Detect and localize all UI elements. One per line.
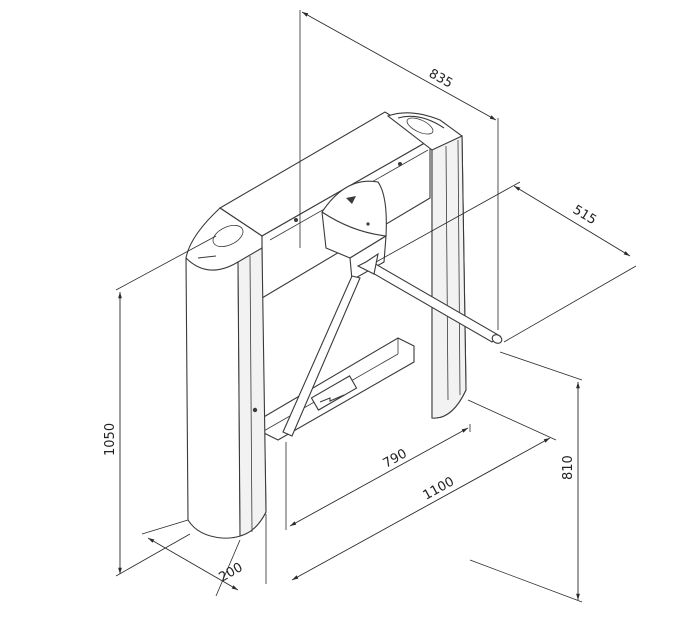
left-post [185,207,267,539]
dimension-200: 200 [217,560,246,585]
dimension-835: 835 [426,66,455,91]
lower-crossbar [261,337,415,441]
dimension-1050: 1050 [103,423,118,456]
dimension-515: 515 [570,203,599,229]
control-head [294,162,402,281]
right-post [386,112,467,419]
dimension-810: 810 [561,455,576,480]
turnstile [185,111,503,539]
dimension-lines [115,10,637,603]
tripod-arms [282,252,503,437]
